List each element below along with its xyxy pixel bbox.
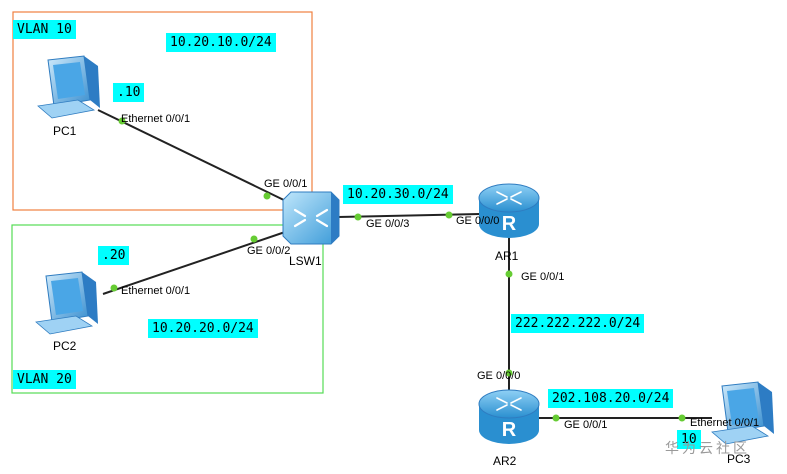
- router-icon[interactable]: R: [478, 183, 540, 238]
- device-pc2-name: PC2: [53, 339, 77, 353]
- vlan20-label: VLAN 20: [13, 370, 76, 389]
- port-pc2-eth: Ethernet 0/0/1: [121, 285, 191, 297]
- vlan10-label: VLAN 10: [13, 20, 76, 39]
- pc1-icon[interactable]: [37, 55, 100, 119]
- port-dot: [250, 235, 258, 243]
- pc2-icon[interactable]: [35, 271, 98, 335]
- host-pc2-ip: .20: [98, 246, 130, 265]
- subnet-ar1-ar2: 222.222.222.0/24: [511, 314, 645, 333]
- port-dot: [118, 117, 126, 125]
- pc3-icon[interactable]: [711, 381, 774, 445]
- link-pc2-lsw1: [102, 230, 289, 295]
- port-pc3-eth: Ethernet 0/0/1: [690, 417, 760, 429]
- subnet-vlan20: 10.20.20.0/24: [148, 319, 258, 338]
- device-ar2-name: AR2: [493, 454, 517, 468]
- subnet-vlan10: 10.20.10.0/24: [166, 33, 276, 52]
- port-ar1-ge1: GE 0/0/1: [521, 271, 565, 283]
- port-ar2-ge0: GE 0/0/0: [477, 370, 521, 382]
- port-dot: [354, 213, 362, 221]
- port-dot: [110, 284, 118, 292]
- device-pc1-name: PC1: [53, 124, 77, 138]
- port-dot: [263, 192, 271, 200]
- port-lsw1-ge1: GE 0/0/1: [264, 178, 308, 190]
- switch-icon[interactable]: [282, 191, 340, 245]
- subnet-sw-ar1: 10.20.30.0/24: [343, 185, 453, 204]
- link-pc1-lsw1: [97, 109, 291, 204]
- port-dot: [505, 369, 513, 377]
- subnet-ar2-pc3: 202.108.20.0/24: [548, 389, 674, 408]
- svg-text:R: R: [502, 419, 517, 441]
- router-icon[interactable]: R: [478, 389, 540, 444]
- device-ar1-name: AR1: [495, 249, 519, 263]
- vlan10-zone: [12, 11, 313, 211]
- link-lsw1-ar1: [337, 213, 481, 218]
- port-dot: [678, 414, 686, 422]
- vlan20-zone: [11, 224, 324, 394]
- device-lsw1-name: LSW1: [289, 254, 322, 268]
- port-ar1-ge0: GE 0/0/0: [456, 215, 500, 227]
- device-pc3-name: PC3: [727, 452, 751, 466]
- port-ar2-ge1: GE 0/0/1: [564, 419, 608, 431]
- port-dot: [505, 270, 513, 278]
- host-pc3-ip: 10: [677, 430, 701, 449]
- port-dot: [552, 414, 560, 422]
- port-lsw1-ge2: GE 0/0/2: [247, 245, 291, 257]
- watermark: 华为云社区: [665, 441, 750, 457]
- port-lsw1-ge3: GE 0/0/3: [366, 218, 410, 230]
- svg-text:R: R: [502, 213, 517, 235]
- port-pc1-eth: Ethernet 0/0/1: [121, 113, 191, 125]
- host-pc1-ip: .10: [113, 83, 145, 102]
- port-dot: [445, 211, 453, 219]
